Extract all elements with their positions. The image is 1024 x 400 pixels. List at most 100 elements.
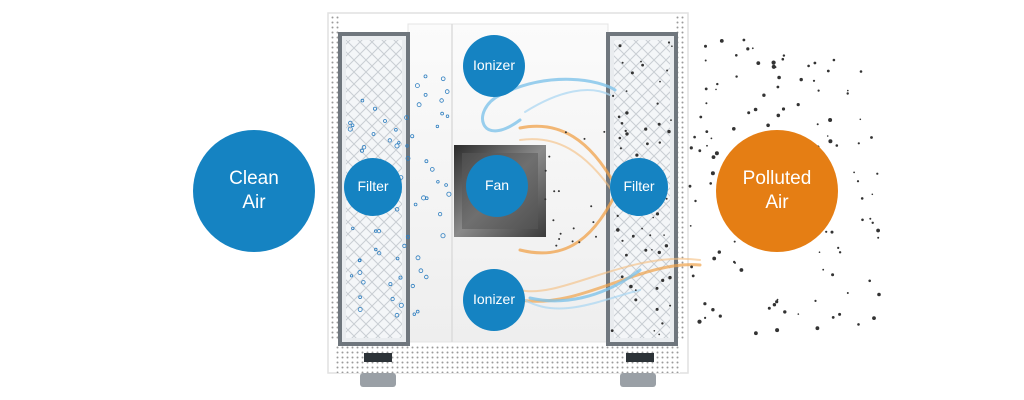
particle-ion [383, 119, 387, 123]
particle-dark [771, 60, 776, 65]
particle-dark [583, 137, 586, 140]
particle-dark [657, 122, 661, 126]
particle-dark [693, 135, 696, 139]
particle-ion [394, 128, 398, 132]
particle-dark [603, 130, 606, 133]
particle-dark [655, 286, 659, 290]
particle-dark [690, 265, 693, 269]
particle-ion [397, 141, 401, 145]
particle-dark [548, 155, 551, 158]
particle-ion [372, 106, 377, 111]
particle-dark [872, 316, 876, 320]
particle-dark [828, 139, 833, 144]
particle-dark [590, 205, 593, 208]
particle-ion [388, 282, 393, 287]
particle-ion [347, 126, 353, 132]
particle-dark [667, 129, 671, 134]
particle-dark [625, 253, 628, 257]
particle-ion [390, 296, 395, 302]
particle-dark [807, 64, 810, 68]
particle-dark [718, 314, 722, 318]
particle-dark [610, 329, 614, 332]
particle-ion [405, 155, 411, 161]
particle-dark [832, 58, 836, 62]
particle-dark [767, 306, 771, 310]
particle-dark [799, 77, 803, 82]
particle-dark [668, 275, 672, 280]
particle-dark [656, 102, 659, 105]
particle-ion [415, 255, 421, 261]
particle-dark [557, 190, 560, 193]
particle-ion [374, 247, 378, 252]
particle-dark [853, 171, 855, 174]
particle-dark [846, 92, 849, 95]
particle-dark [847, 89, 849, 92]
particle-ion [394, 312, 400, 318]
particle-dark [871, 193, 874, 196]
particle-dark [653, 330, 656, 332]
particle-dark [715, 88, 717, 91]
particle-dark [665, 197, 668, 200]
particle-ion [446, 191, 452, 197]
particle-dark [635, 153, 639, 157]
particle-dark [846, 292, 849, 294]
particle-dark [711, 155, 716, 160]
particles [347, 38, 881, 336]
particle-dark [661, 278, 665, 282]
particle-dark [620, 275, 624, 279]
particle-dark [661, 322, 664, 325]
particle-ion [410, 283, 415, 289]
particle-dark [775, 300, 779, 304]
particle-dark [641, 227, 643, 230]
particle-dark [670, 119, 672, 121]
particle-ion [424, 159, 429, 164]
particle-dark [776, 298, 779, 301]
ionizer-bottom-bubble: Ionizer [463, 269, 525, 331]
particle-dark [624, 129, 627, 133]
particle-dark [709, 182, 712, 185]
particle-dark [555, 244, 558, 247]
particle-dark [621, 239, 624, 242]
particle-dark [640, 60, 642, 63]
particle-dark [691, 274, 695, 278]
particle-ion [350, 123, 355, 128]
particle-ion [387, 138, 392, 143]
particle-dark [657, 250, 661, 255]
particle-dark [544, 198, 547, 201]
particle-dark [777, 75, 781, 80]
particle-dark [571, 240, 574, 243]
particle-dark [666, 69, 669, 72]
particle-dark [634, 289, 637, 291]
particle-dark [710, 137, 713, 140]
particle-dark [817, 89, 820, 92]
particle-dark [699, 115, 703, 119]
ionizer-bottom-label: Ionizer [472, 291, 516, 308]
particle-dark [621, 61, 624, 64]
particle-ion [405, 144, 409, 148]
particle-dark [838, 312, 842, 316]
particle-ion [394, 207, 400, 212]
particle-dark [837, 246, 840, 249]
particle-dark [705, 102, 708, 105]
particle-ion [440, 233, 446, 239]
particle-dark [704, 44, 707, 48]
particle-dark [716, 82, 719, 86]
particle-ion [348, 120, 353, 126]
particle-dark [876, 228, 880, 233]
particle-dark [616, 228, 620, 232]
particle-dark [655, 212, 660, 216]
particle-dark [658, 333, 661, 336]
particle-dark [742, 38, 746, 42]
particle-dark [649, 234, 652, 237]
particle-dark [704, 316, 707, 319]
particle-ion [394, 143, 400, 149]
particle-dark [578, 241, 581, 244]
particle-ion [429, 167, 435, 172]
fan-label: Fan [484, 177, 510, 194]
particle-dark [558, 238, 561, 240]
particle-dark [831, 273, 835, 277]
particle-dark [826, 135, 829, 137]
particle-dark [595, 235, 597, 238]
particle-dark [559, 232, 562, 235]
